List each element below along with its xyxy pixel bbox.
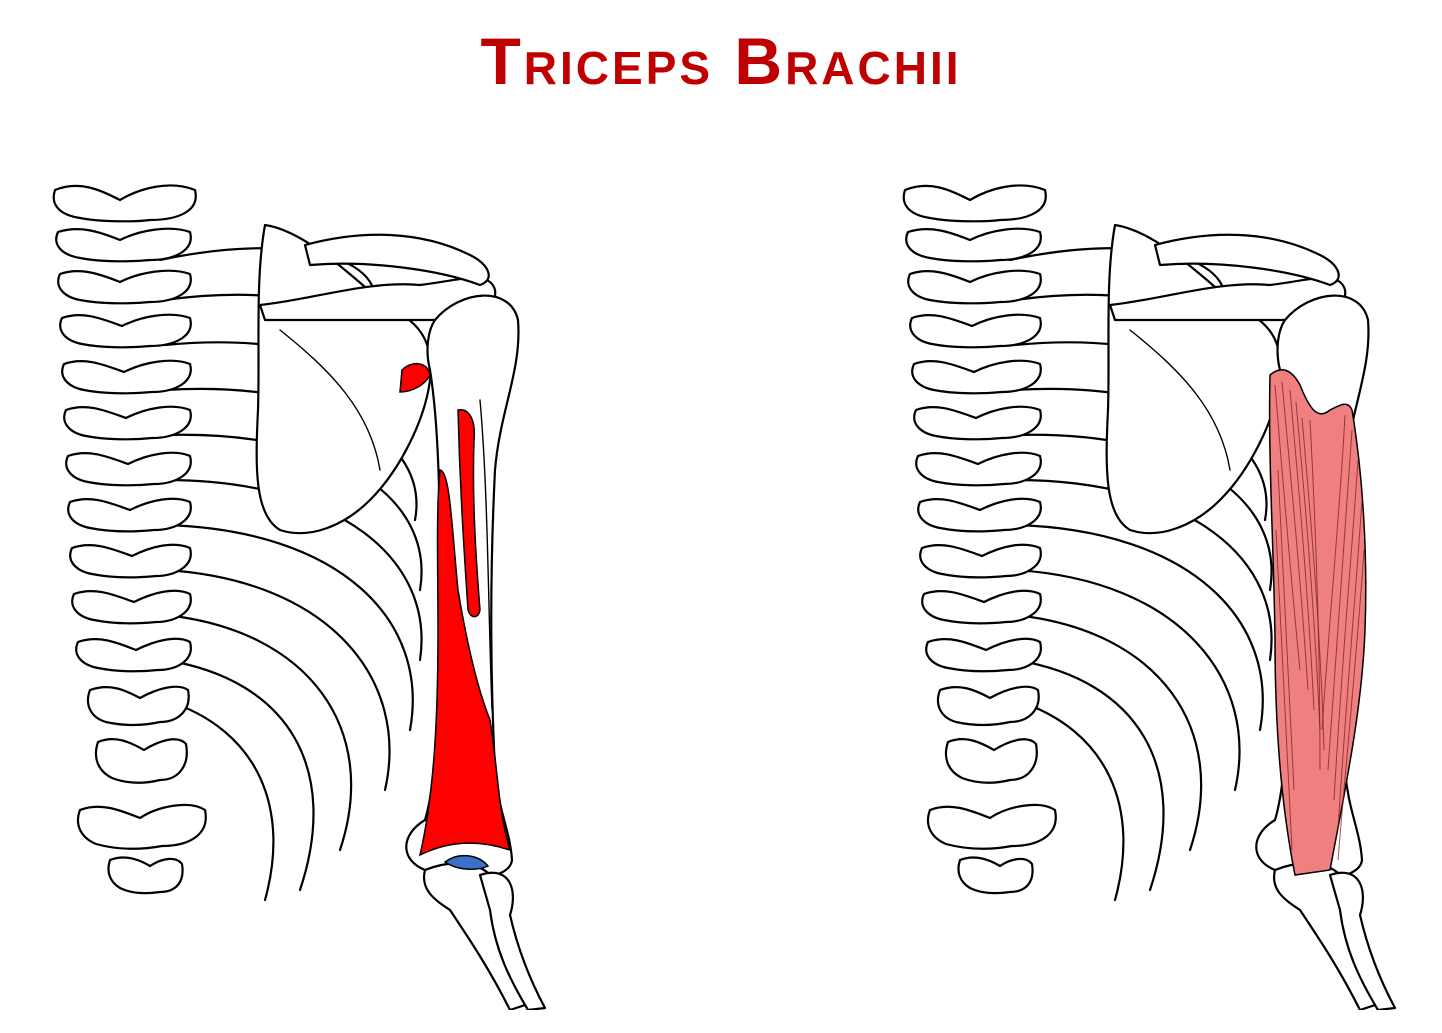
scapula (1105, 223, 1347, 535)
skeleton-attachments-figure (52, 184, 547, 1010)
clavicle (1153, 233, 1340, 287)
forearm (422, 862, 547, 1010)
skeleton-muscle-figure (902, 184, 1397, 1010)
scapula (255, 223, 497, 535)
spine (902, 184, 1057, 895)
forearm (1272, 862, 1397, 1010)
page-title: Triceps Brachii (480, 24, 962, 98)
spine (52, 184, 207, 895)
triceps-origin-attachments (399, 363, 481, 618)
triceps-insertion-olecranon (443, 854, 490, 870)
attachments-illustration (40, 170, 560, 1010)
triceps-attachment-shaft (418, 469, 512, 857)
triceps-muscle (1268, 369, 1367, 876)
muscle-fibers (1274, 381, 1365, 861)
muscle-illustration (890, 170, 1410, 1010)
clavicle (303, 233, 490, 287)
